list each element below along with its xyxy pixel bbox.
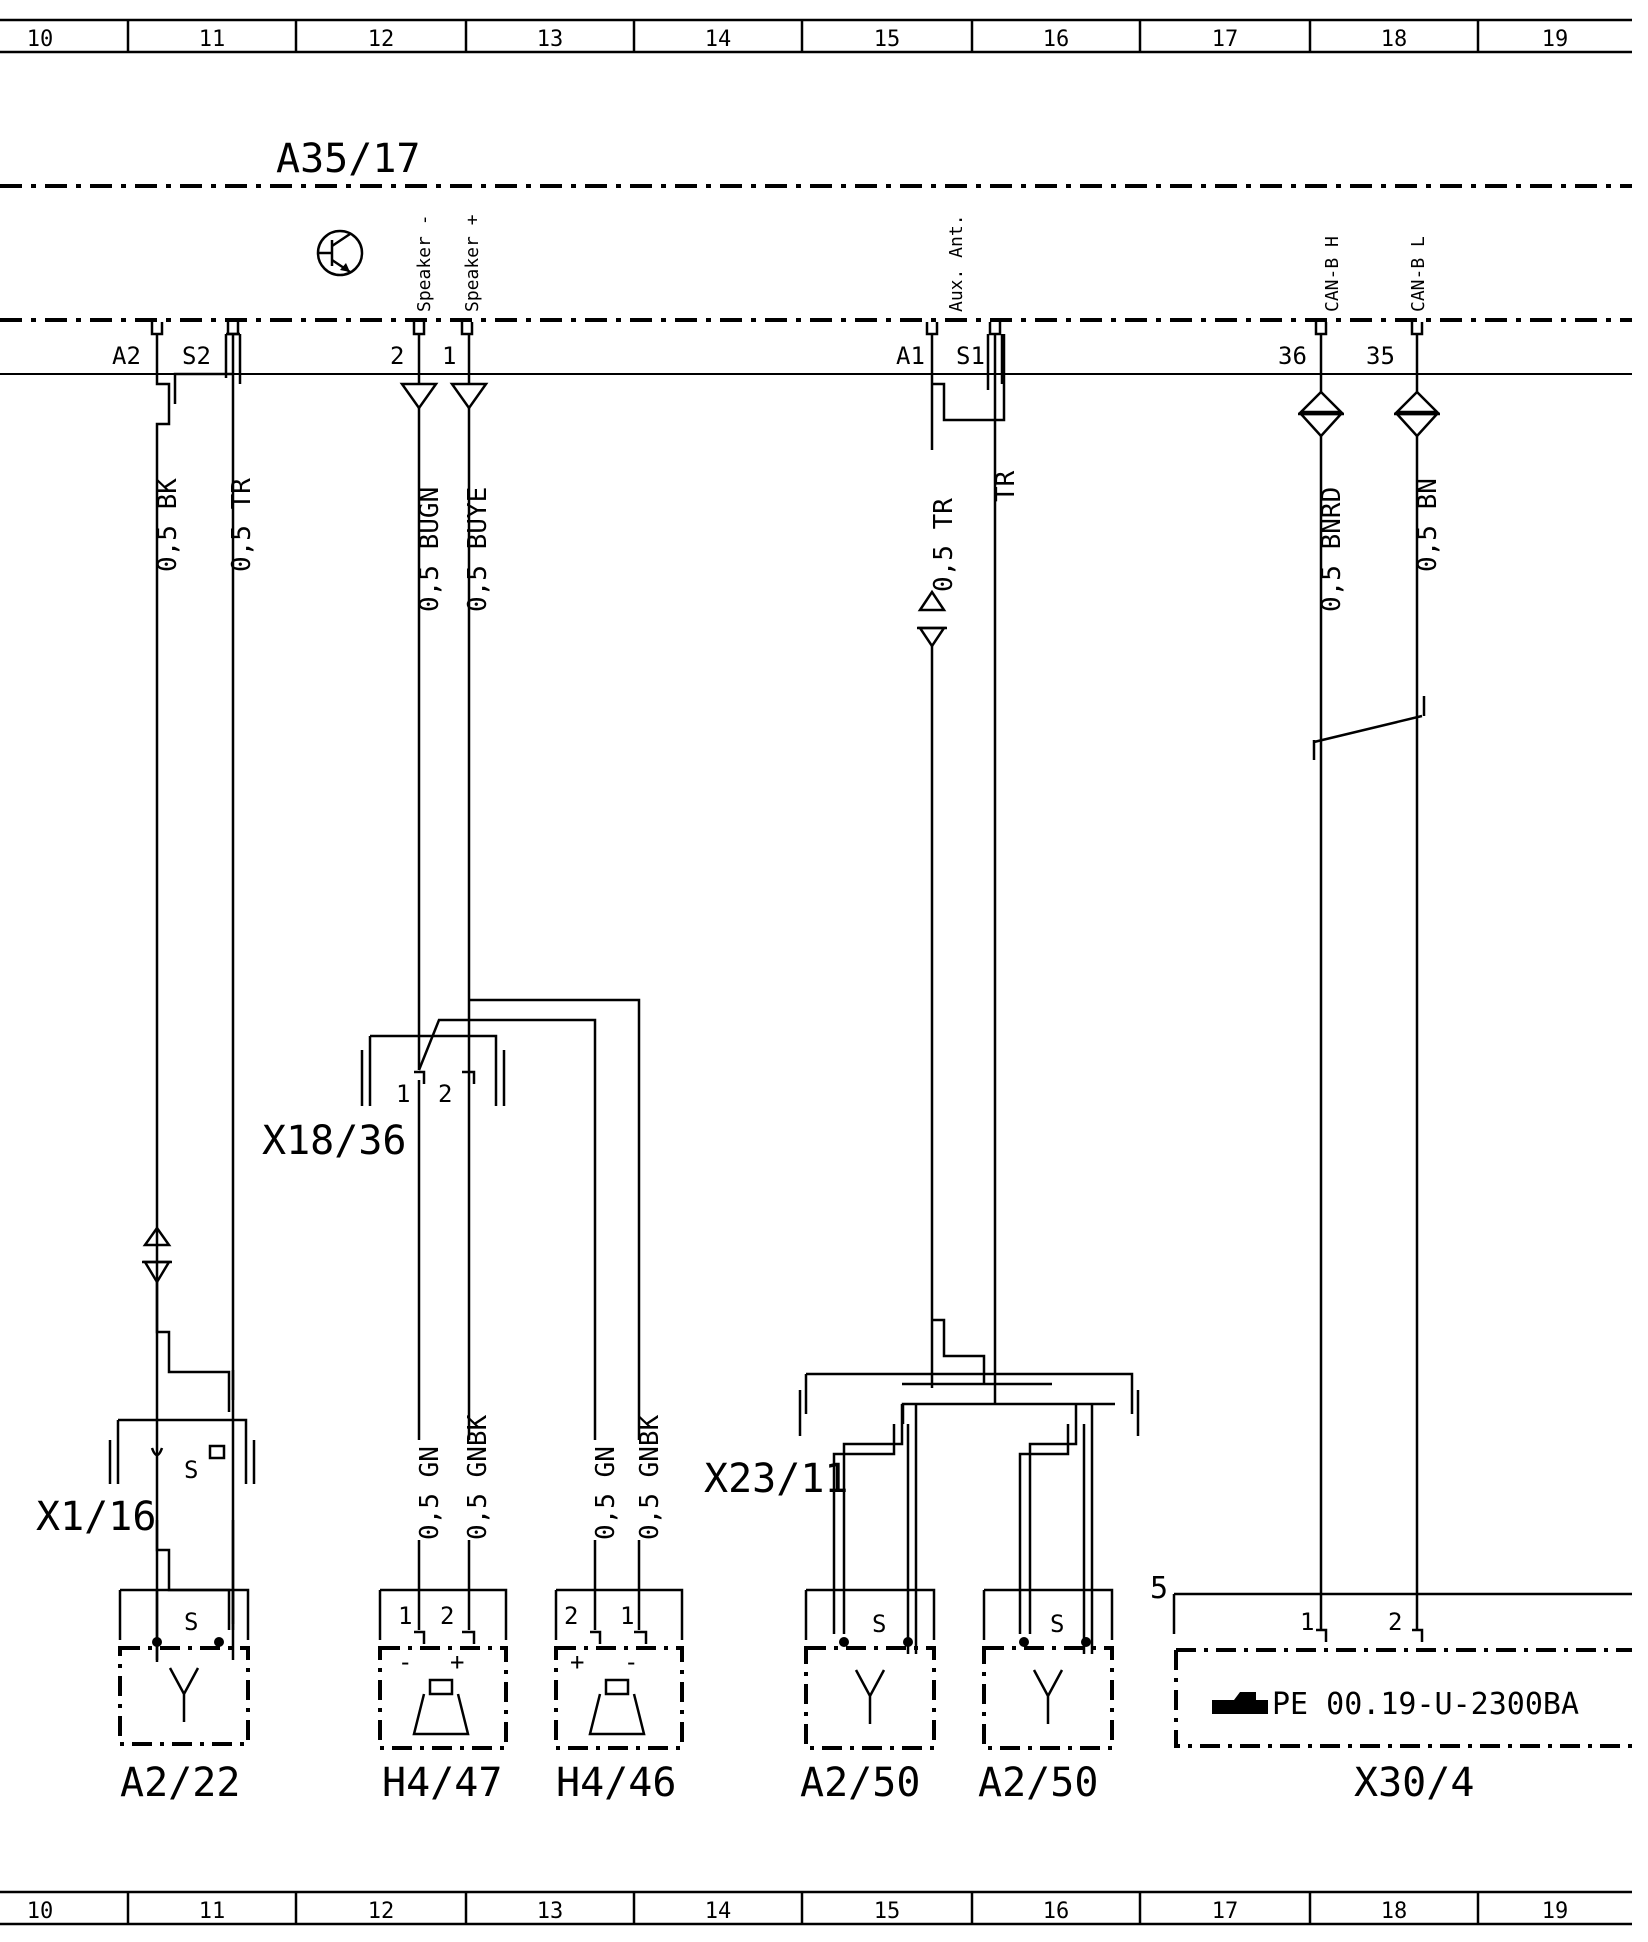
bottom-ruler: 10 11 12 13 14 15 16 17 18 19 <box>0 1890 1632 1926</box>
antenna-icon <box>854 1669 886 1724</box>
a2-50-right-pin-s: S <box>1050 1610 1064 1638</box>
pin-36: 36 <box>1278 342 1307 370</box>
connector-x18-36: 1 2 X18/36 <box>262 1034 506 1164</box>
antenna-icon <box>1032 1669 1064 1724</box>
wire-label-tr-aux: 0,5 TR <box>929 498 959 592</box>
wire-label-gn-2: 0,5 GN <box>591 1446 621 1540</box>
component-a2-50-right: S A2/50 <box>978 1588 1114 1806</box>
wire-label-gnbk-1: 0,5 GNBK <box>463 1414 493 1540</box>
a2-50-left-pin-s: S <box>872 1610 886 1638</box>
h4-47-pin-1: 1 <box>398 1602 412 1630</box>
bottom-ruler-column-14: 14 <box>705 1899 732 1924</box>
a2-22-pin-s: S <box>184 1608 198 1636</box>
antenna-icon <box>168 1667 200 1722</box>
signal-speaker-plus: Speaker + <box>462 214 483 312</box>
top-ruler-column-17: 17 <box>1212 27 1239 52</box>
component-h4-46: 2 1 + - H4/46 <box>554 1588 684 1806</box>
top-ruler-column-15: 15 <box>874 27 901 52</box>
h4-47-pin-2: 2 <box>440 1602 454 1630</box>
x1-16-pin-s: S <box>184 1456 198 1484</box>
h4-47-minus: - <box>398 1648 412 1676</box>
a2-22-label: A2/22 <box>120 1760 240 1806</box>
pointing-hand-icon <box>1212 1692 1268 1714</box>
pin-35: 35 <box>1366 342 1395 370</box>
bottom-ruler-column-10: 10 <box>27 1899 54 1924</box>
top-ruler-column-13: 13 <box>537 27 564 52</box>
h4-46-label: H4/46 <box>556 1760 676 1806</box>
x30-4-ref-num: 5 <box>1150 1571 1168 1606</box>
bottom-ruler-column-16: 16 <box>1043 1899 1070 1924</box>
connector-x1-16: S X1/16 <box>36 1418 256 1540</box>
wire-label-buye: 0,5 BUYE <box>463 487 493 612</box>
component-h4-47: 1 2 - + H4/47 <box>378 1588 508 1806</box>
h4-47-plus: + <box>450 1648 464 1676</box>
top-ruler-column-16: 16 <box>1043 27 1070 52</box>
speaker-icon <box>588 1678 646 1736</box>
transistor-icon <box>316 229 364 277</box>
x30-4-ref-text: PE 00.19-U-2300BA <box>1272 1687 1579 1722</box>
a2-50-right-label: A2/50 <box>978 1760 1098 1806</box>
top-ruler-column-18: 18 <box>1381 27 1408 52</box>
can-b-wiring <box>1297 334 1441 1630</box>
top-ruler-column-12: 12 <box>368 27 395 52</box>
wire-label-bn: 0,5 BN <box>1413 478 1443 572</box>
antenna-cable-a2-22 <box>142 332 242 1662</box>
x23-11-label: X23/11 <box>704 1456 849 1502</box>
control-unit-a35-17: A35/17 Speaker - Speaker + Aux. Ant. CAN… <box>0 136 1632 370</box>
x18-36-pin-1: 1 <box>396 1080 410 1108</box>
h4-46-plus: + <box>570 1648 584 1676</box>
wire-label-gnbk-2: 0,5 GNBK <box>635 1414 665 1540</box>
control-unit-label: A35/17 <box>276 136 421 182</box>
signal-aux-ant: Aux. Ant. <box>946 214 967 312</box>
top-ruler-column-19: 19 <box>1542 27 1569 52</box>
x1-16-label: X1/16 <box>36 1494 156 1540</box>
top-ruler-column-11: 11 <box>199 27 226 52</box>
pin-a1: A1 <box>896 342 925 370</box>
pin-a2: A2 <box>112 342 141 370</box>
x30-4-label: X30/4 <box>1354 1760 1474 1806</box>
connector-x30-4: 5 1 2 PE 00.19-U-2300BA X30/4 <box>1150 1571 1632 1806</box>
pin-1: 1 <box>442 342 456 370</box>
x30-4-pin-1: 1 <box>1300 1608 1314 1636</box>
wire-label-bnrd: 0,5 BNRD <box>1317 487 1347 612</box>
signal-can-b-l: CAN-B L <box>1408 236 1429 312</box>
pin-s1: S1 <box>956 342 985 370</box>
wire-label-gn-1: 0,5 GN <box>415 1446 445 1540</box>
h4-46-pin-2: 2 <box>564 1602 578 1630</box>
bottom-ruler-column-17: 17 <box>1212 1899 1239 1924</box>
bottom-ruler-column-13: 13 <box>537 1899 564 1924</box>
h4-47-label: H4/47 <box>382 1760 502 1806</box>
signal-speaker-minus: Speaker - <box>414 214 435 312</box>
x18-36-label: X18/36 <box>262 1118 407 1164</box>
aux-antenna-wiring <box>832 334 1115 1654</box>
bottom-ruler-column-15: 15 <box>874 1899 901 1924</box>
wire-label-bugn: 0,5 BUGN <box>415 487 445 612</box>
bottom-ruler-column-18: 18 <box>1381 1899 1408 1924</box>
bottom-ruler-column-11: 11 <box>199 1899 226 1924</box>
wire-label-tr-short: TR <box>991 470 1021 502</box>
x18-36-pin-2: 2 <box>438 1080 452 1108</box>
signal-can-b-h: CAN-B H <box>1322 236 1343 312</box>
component-a2-22: S A2/22 <box>118 1588 250 1806</box>
top-ruler-column-10: 10 <box>27 27 54 52</box>
wire-labels: 0,5 BK 0,5 TR 0,5 BUGN 0,5 BUYE 0,5 TR T… <box>153 470 1443 1540</box>
x30-4-pin-2: 2 <box>1388 1608 1402 1636</box>
h4-46-pin-1: 1 <box>620 1602 634 1630</box>
h4-46-minus: - <box>624 1648 638 1676</box>
control-unit-sockets <box>150 322 1424 336</box>
wire-label-tr-left: 0,5 TR <box>227 478 257 572</box>
top-ruler-column-14: 14 <box>705 27 732 52</box>
speaker-icon <box>412 1678 470 1736</box>
speaker-wiring <box>399 334 641 1630</box>
a2-50-left-label: A2/50 <box>800 1760 920 1806</box>
bottom-ruler-column-12: 12 <box>368 1899 395 1924</box>
pin-s2: S2 <box>182 342 211 370</box>
bottom-ruler-column-19: 19 <box>1542 1899 1569 1924</box>
component-a2-50-left: S A2/50 <box>800 1588 936 1806</box>
wire-label-bk: 0,5 BK <box>153 478 183 572</box>
pin-2: 2 <box>390 342 404 370</box>
top-ruler: 10 11 12 13 14 15 16 17 18 19 <box>0 18 1632 54</box>
connector-x23-11: X23/11 <box>704 1372 1140 1502</box>
